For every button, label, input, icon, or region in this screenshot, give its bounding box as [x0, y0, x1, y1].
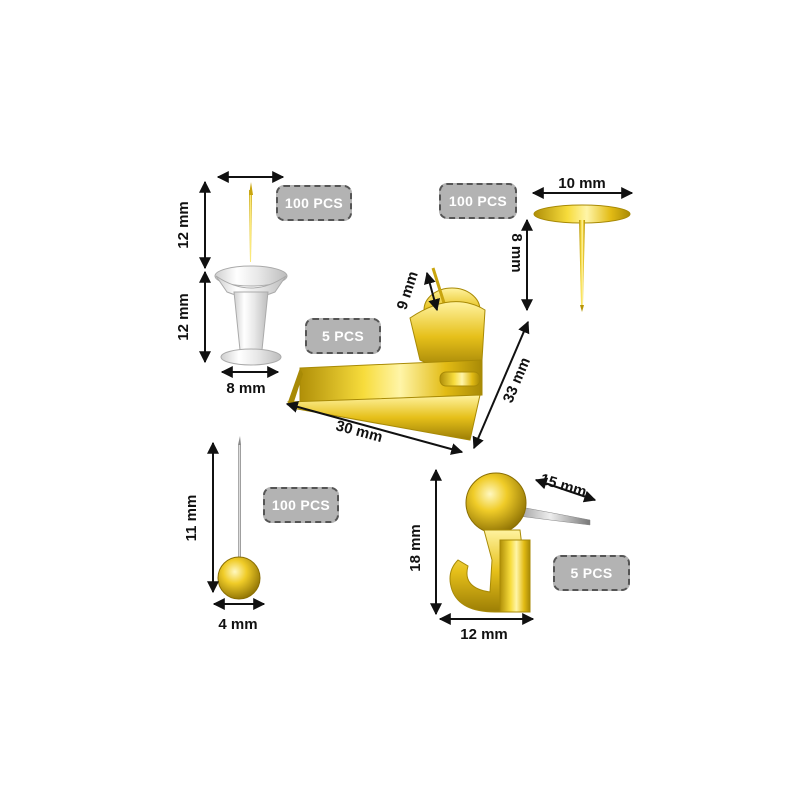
pushpin-body-label: 12 mm — [175, 293, 192, 341]
thumbtack-width-label: 10 mm — [558, 175, 606, 192]
pin-quantity-badge: 100 PCS — [263, 487, 339, 523]
map-pin — [217, 436, 261, 600]
pushpin-width-label: 8 mm — [226, 380, 265, 397]
push-pin — [214, 182, 288, 366]
pin-length-label: 11 mm — [183, 495, 200, 542]
hook-nail-label: 15 mm — [538, 471, 588, 501]
thumbtack-quantity-badge: 100 PCS — [439, 183, 517, 219]
clip-height-label: 33 mm — [500, 355, 534, 405]
clip-quantity-badge: 5 PCS — [305, 318, 381, 354]
thumbtack-height-label: 8 mm — [508, 233, 525, 272]
hook-quantity-badge: 5 PCS — [553, 555, 630, 591]
pin-head-label: 4 mm — [218, 616, 257, 633]
pushpin-needle-label: 12 mm — [175, 201, 192, 249]
hook-width-label: 12 mm — [460, 626, 508, 643]
thumbtack — [533, 204, 631, 312]
hook-height-label: 18 mm — [407, 524, 424, 572]
pushpin-quantity-badge: 100 PCS — [276, 185, 352, 221]
clip-pin-label: 9 mm — [394, 269, 422, 312]
bulldog-clip — [287, 267, 486, 441]
picture-hook — [449, 472, 591, 613]
